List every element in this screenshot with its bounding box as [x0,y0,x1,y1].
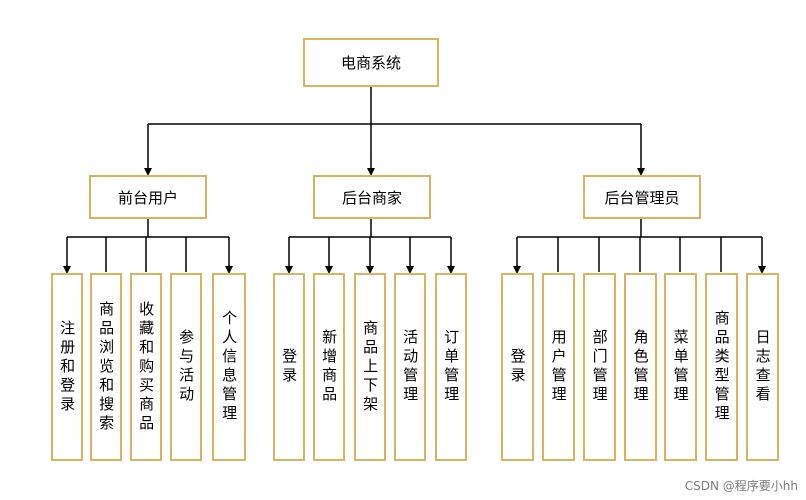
leaf-label: 新增商品 [320,329,339,405]
leaf-label: 商品浏览和搜索 [97,300,116,434]
leaf-node: 注册和登录 [51,273,83,461]
leaf-label: 日志查看 [753,329,772,405]
leaf-node: 登录 [273,273,305,461]
leaf-node: 订单管理 [435,273,467,461]
leaf-label: 活动管理 [401,329,420,405]
group-node-backend-merchant: 后台商家 [313,175,431,219]
leaf-node: 个人信息管理 [212,273,246,461]
leaf-node: 角色管理 [624,273,657,461]
leaf-label: 用户管理 [549,329,568,405]
group-node-backend-admin: 后台管理员 [583,175,701,219]
group-label: 前台用户 [117,188,178,207]
watermark: CSDN @程序要小hh [684,479,798,493]
leaf-label: 收藏和购买商品 [137,300,156,434]
leaf-node: 部门管理 [583,273,616,461]
leaf-label: 部门管理 [590,329,609,405]
leaf-label: 角色管理 [631,329,650,405]
leaf-label: 商品类型管理 [712,310,731,424]
root-label: 电商系统 [340,54,401,72]
group-label: 后台商家 [341,188,402,207]
leaf-label: 菜单管理 [671,329,690,405]
leaf-label: 登录 [508,348,527,386]
leaf-node: 商品上下架 [354,273,386,461]
leaf-label: 注册和登录 [58,319,77,415]
leaf-node: 菜单管理 [664,273,697,461]
leaf-node: 收藏和购买商品 [130,273,162,461]
leaf-node: 登录 [501,273,534,461]
leaf-label: 商品上下架 [361,319,380,415]
leaf-node: 商品类型管理 [705,273,738,461]
root-node: 电商系统 [303,38,439,87]
leaf-label: 参与活动 [177,329,196,405]
leaf-node: 活动管理 [394,273,426,461]
leaf-node: 商品浏览和搜索 [90,273,122,461]
leaf-label: 登录 [280,348,299,386]
group-node-frontend-user: 前台用户 [89,175,207,219]
leaf-label: 个人信息管理 [220,310,239,424]
leaf-node: 日志查看 [746,273,779,461]
leaf-node: 新增商品 [313,273,345,461]
leaf-node: 参与活动 [170,273,202,461]
group-label: 后台管理员 [604,188,680,207]
leaf-node: 用户管理 [542,273,575,461]
leaf-label: 订单管理 [442,329,461,405]
